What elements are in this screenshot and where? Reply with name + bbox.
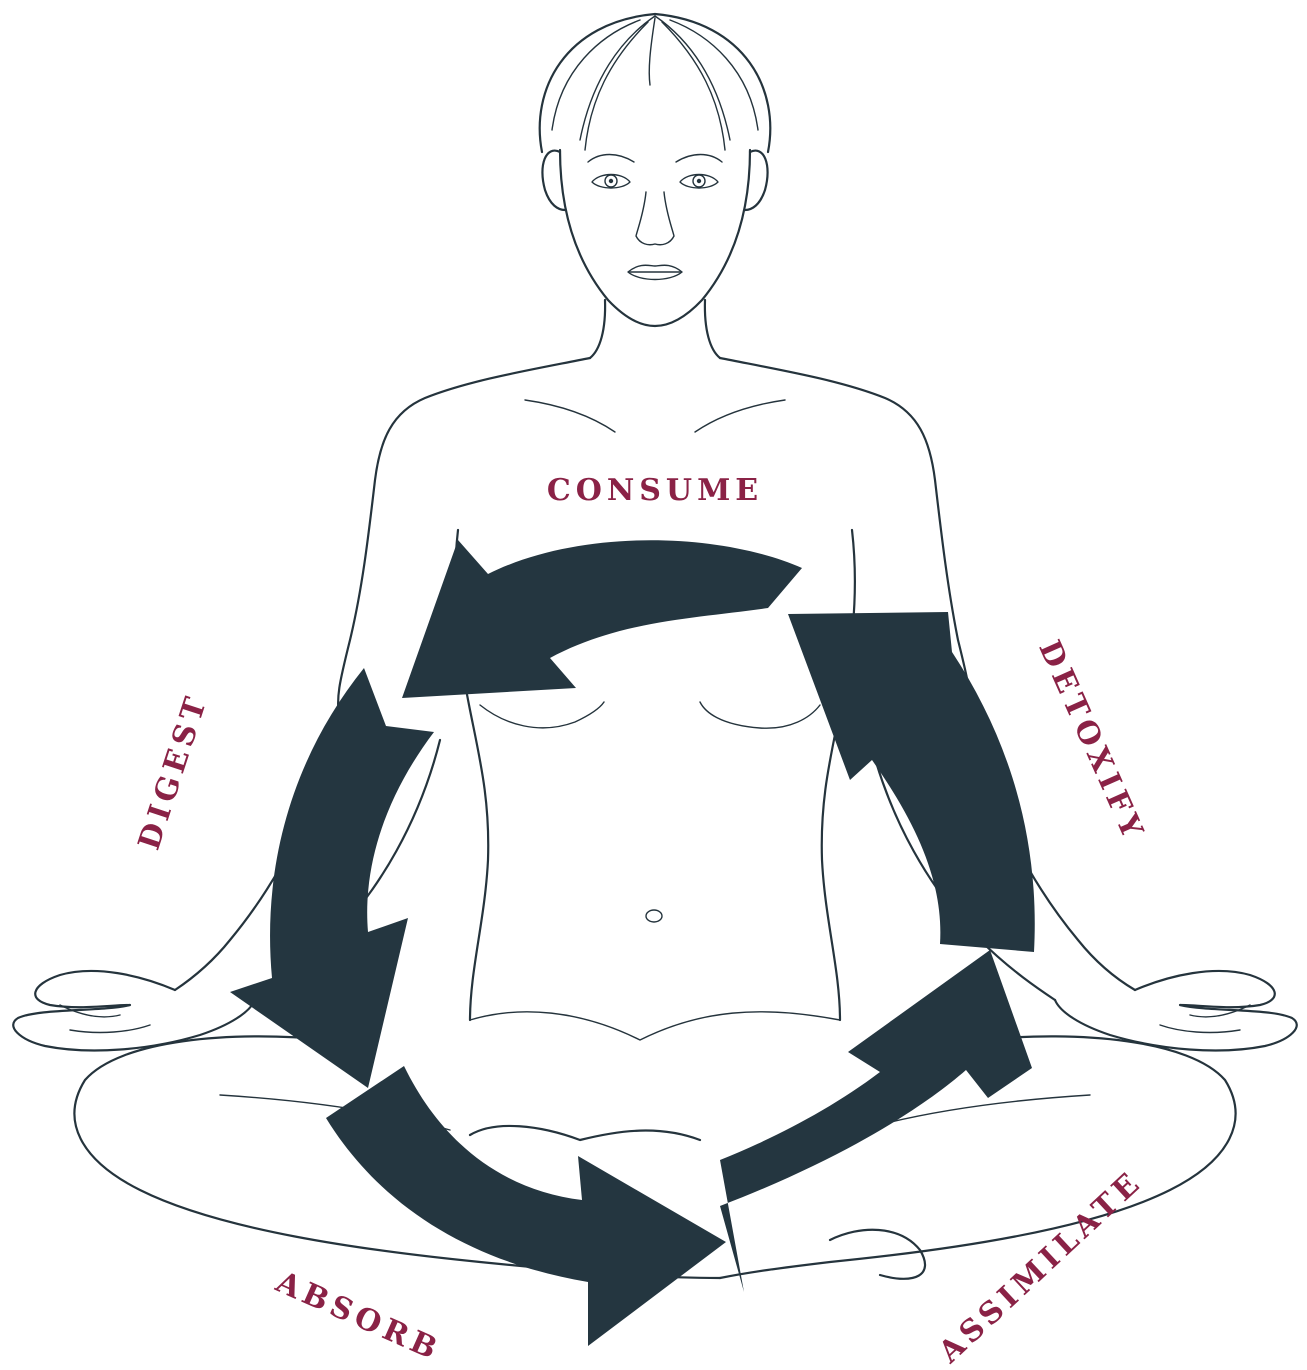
stage-label-absorb: ABSORB [270, 1264, 447, 1368]
stage-label-detoxify: DETOXIFY [1031, 635, 1151, 847]
arrow-digest-to-absorb [230, 668, 434, 1088]
meditating-figure-icon [13, 14, 1297, 1279]
stage-label-assimilate: ASSIMILATE [931, 1164, 1150, 1370]
cycle-arrows [230, 540, 1035, 1346]
arrow-absorb-to-assimilate [326, 1066, 726, 1346]
stage-label-digest: DIGEST [132, 689, 216, 854]
arrow-consume-to-digest [402, 540, 802, 698]
stage-label-consume: CONSUME [547, 473, 763, 508]
